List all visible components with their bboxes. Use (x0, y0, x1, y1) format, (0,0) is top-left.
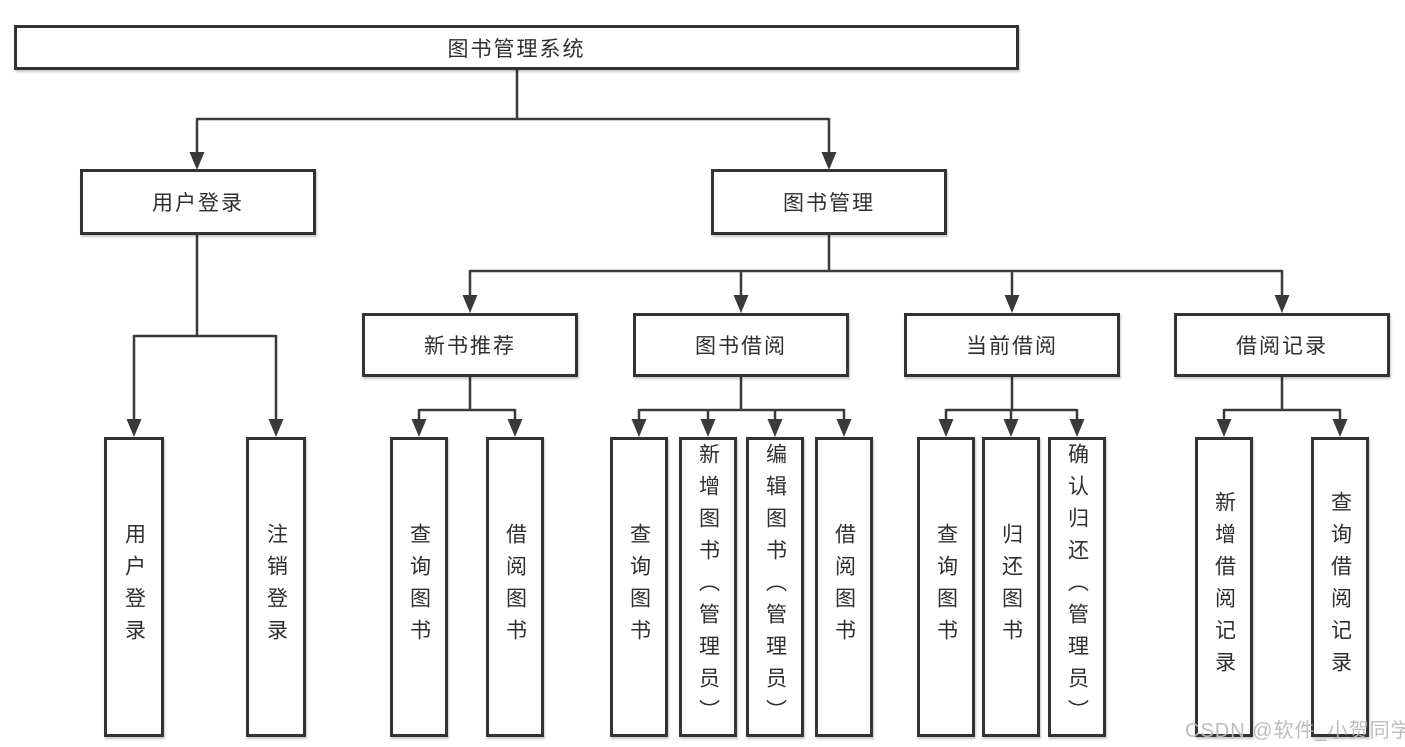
node-borrowing-records: 借阅记录 (1174, 313, 1390, 377)
leaf-add-borrow-record: 新增借阅记录 (1195, 437, 1253, 737)
node-root: 图书管理系统 (14, 25, 1019, 70)
node-user-login: 用户登录 (80, 169, 316, 235)
leaf-add-books-admin: 新增图书（管理员） (679, 437, 737, 737)
connector-root (195, 68, 831, 156)
node-book-borrowing-label: 图书借阅 (695, 335, 787, 358)
node-current-borrowing-label: 当前借阅 (966, 335, 1058, 358)
node-user-login-label: 用户登录 (152, 192, 244, 215)
node-borrowing-records-label: 借阅记录 (1236, 335, 1328, 358)
leaf-borrow-books-label: 借阅图书 (832, 523, 856, 651)
connector-book-management (468, 234, 1284, 299)
leaf-query-books-borrowing: 查询图书 (610, 437, 668, 737)
arrowheads (126, 152, 1348, 437)
leaf-add-borrow-record-label: 新增借阅记录 (1212, 491, 1236, 683)
leaf-borrow-books: 借阅图书 (815, 437, 873, 737)
connector-user-login (132, 234, 278, 423)
leaf-user-login-label: 用户登录 (122, 523, 146, 651)
node-book-borrowing: 图书借阅 (633, 313, 849, 377)
leaf-query-borrow-record: 查询借阅记录 (1311, 437, 1369, 737)
node-current-borrowing: 当前借阅 (904, 313, 1120, 377)
leaf-confirm-return-admin: 确认归还（管理员） (1048, 437, 1106, 737)
leaf-query-books-recommend: 查询图书 (390, 437, 448, 737)
leaf-borrow-books-recommend-label: 借阅图书 (503, 523, 527, 651)
connector-current-borrowing (944, 376, 1079, 423)
leaf-edit-books-admin-label: 编辑图书（管理员） (763, 443, 787, 731)
connector-book-borrowing (637, 376, 846, 423)
node-book-management-label: 图书管理 (783, 192, 875, 215)
node-new-book-recommend-label: 新书推荐 (424, 335, 516, 358)
leaf-user-login: 用户登录 (104, 437, 164, 737)
csdn-watermark: CSDN @软件_小贺同学 (1185, 720, 1405, 742)
leaf-return-books-label: 归还图书 (999, 523, 1023, 651)
leaf-return-books: 归还图书 (982, 437, 1040, 737)
leaf-add-books-admin-label: 新增图书（管理员） (696, 443, 720, 731)
node-root-label: 图书管理系统 (447, 37, 586, 61)
leaf-query-books-current-label: 查询图书 (934, 523, 958, 651)
connector-new-book-recommend (417, 376, 517, 423)
leaf-query-books-borrowing-label: 查询图书 (627, 523, 651, 651)
leaf-query-borrow-record-label: 查询借阅记录 (1328, 491, 1352, 683)
leaf-query-books-current: 查询图书 (917, 437, 975, 737)
connector-borrowing-records (1222, 376, 1342, 423)
leaf-query-books-recommend-label: 查询图书 (407, 523, 431, 651)
leaf-edit-books-admin: 编辑图书（管理员） (746, 437, 804, 737)
leaf-logout-label: 注销登录 (264, 523, 288, 651)
leaf-borrow-books-recommend: 借阅图书 (486, 437, 544, 737)
node-new-book-recommend: 新书推荐 (362, 313, 578, 377)
node-book-management: 图书管理 (711, 169, 947, 235)
leaf-confirm-return-admin-label: 确认归还（管理员） (1065, 443, 1089, 731)
leaf-logout: 注销登录 (246, 437, 306, 737)
